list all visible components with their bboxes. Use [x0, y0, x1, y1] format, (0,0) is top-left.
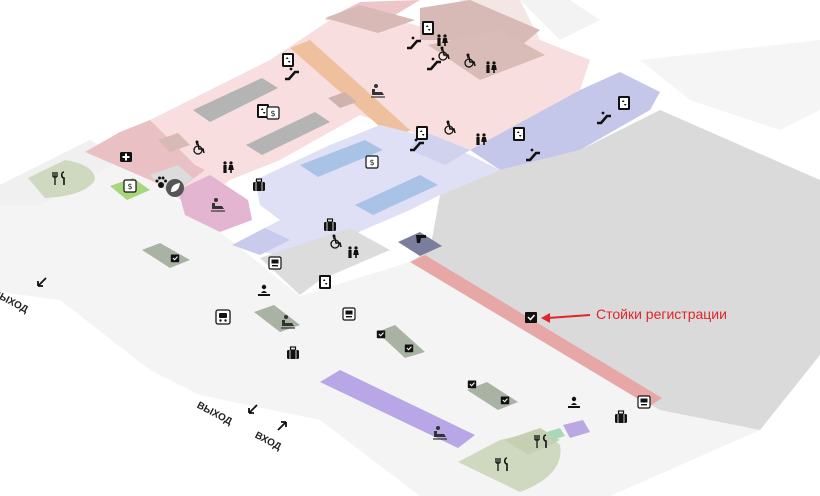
gates-lavender-zone — [232, 72, 660, 258]
exit-arrow-bottom — [248, 404, 258, 414]
atm-icon[interactable] — [268, 256, 282, 270]
police-block — [398, 232, 442, 256]
green-zone-icon[interactable] — [166, 179, 184, 197]
checkin-desk-icon[interactable] — [376, 329, 386, 339]
restaurant-icon[interactable] — [532, 431, 552, 451]
checkin-desk-icon[interactable] — [170, 253, 180, 263]
map-icons — [50, 21, 651, 474]
terminal-grey-zone — [410, 110, 820, 430]
restaurant-icon[interactable] — [493, 454, 513, 474]
exit-arrow-left — [37, 277, 47, 287]
elevator-icon[interactable] — [618, 96, 630, 110]
entrance-arrow-bottom — [277, 421, 287, 431]
elevator-icon[interactable] — [319, 275, 331, 289]
shop-blocks — [158, 0, 545, 152]
connector-grey — [260, 228, 390, 295]
elevator-icon[interactable] — [282, 53, 294, 67]
checkin-desk-icon[interactable] — [404, 343, 414, 353]
restaurant-icon[interactable] — [50, 168, 70, 188]
checkin-counters-strip[interactable] — [410, 255, 662, 406]
checkin-desk-icon[interactable] — [500, 395, 510, 405]
atm-icon[interactable] — [342, 307, 356, 321]
first-aid-icon[interactable] — [120, 152, 132, 162]
elevator-icon[interactable] — [422, 21, 434, 35]
duty-free-blocks — [300, 140, 438, 215]
currency-exchange-icon[interactable] — [365, 155, 379, 169]
elevator-icon[interactable] — [513, 127, 525, 141]
orange-corridor — [290, 40, 410, 140]
bus-icon[interactable] — [215, 309, 231, 325]
pharmacy-icon[interactable] — [123, 179, 137, 193]
currency-exchange-icon[interactable] — [266, 106, 280, 120]
checkin-callout-arrow — [541, 313, 591, 323]
checkin-desk-icon[interactable] — [467, 379, 477, 389]
pink-shop-blocks — [193, 78, 330, 155]
police-icon[interactable] — [416, 235, 426, 243]
atm-icon[interactable] — [637, 395, 651, 409]
pet-area-icon[interactable] — [155, 176, 168, 189]
elevator-icon[interactable] — [416, 126, 428, 140]
checkin-callout-label: Стойки регистрации — [596, 306, 727, 322]
checkin-desk-icon[interactable] — [524, 311, 538, 324]
